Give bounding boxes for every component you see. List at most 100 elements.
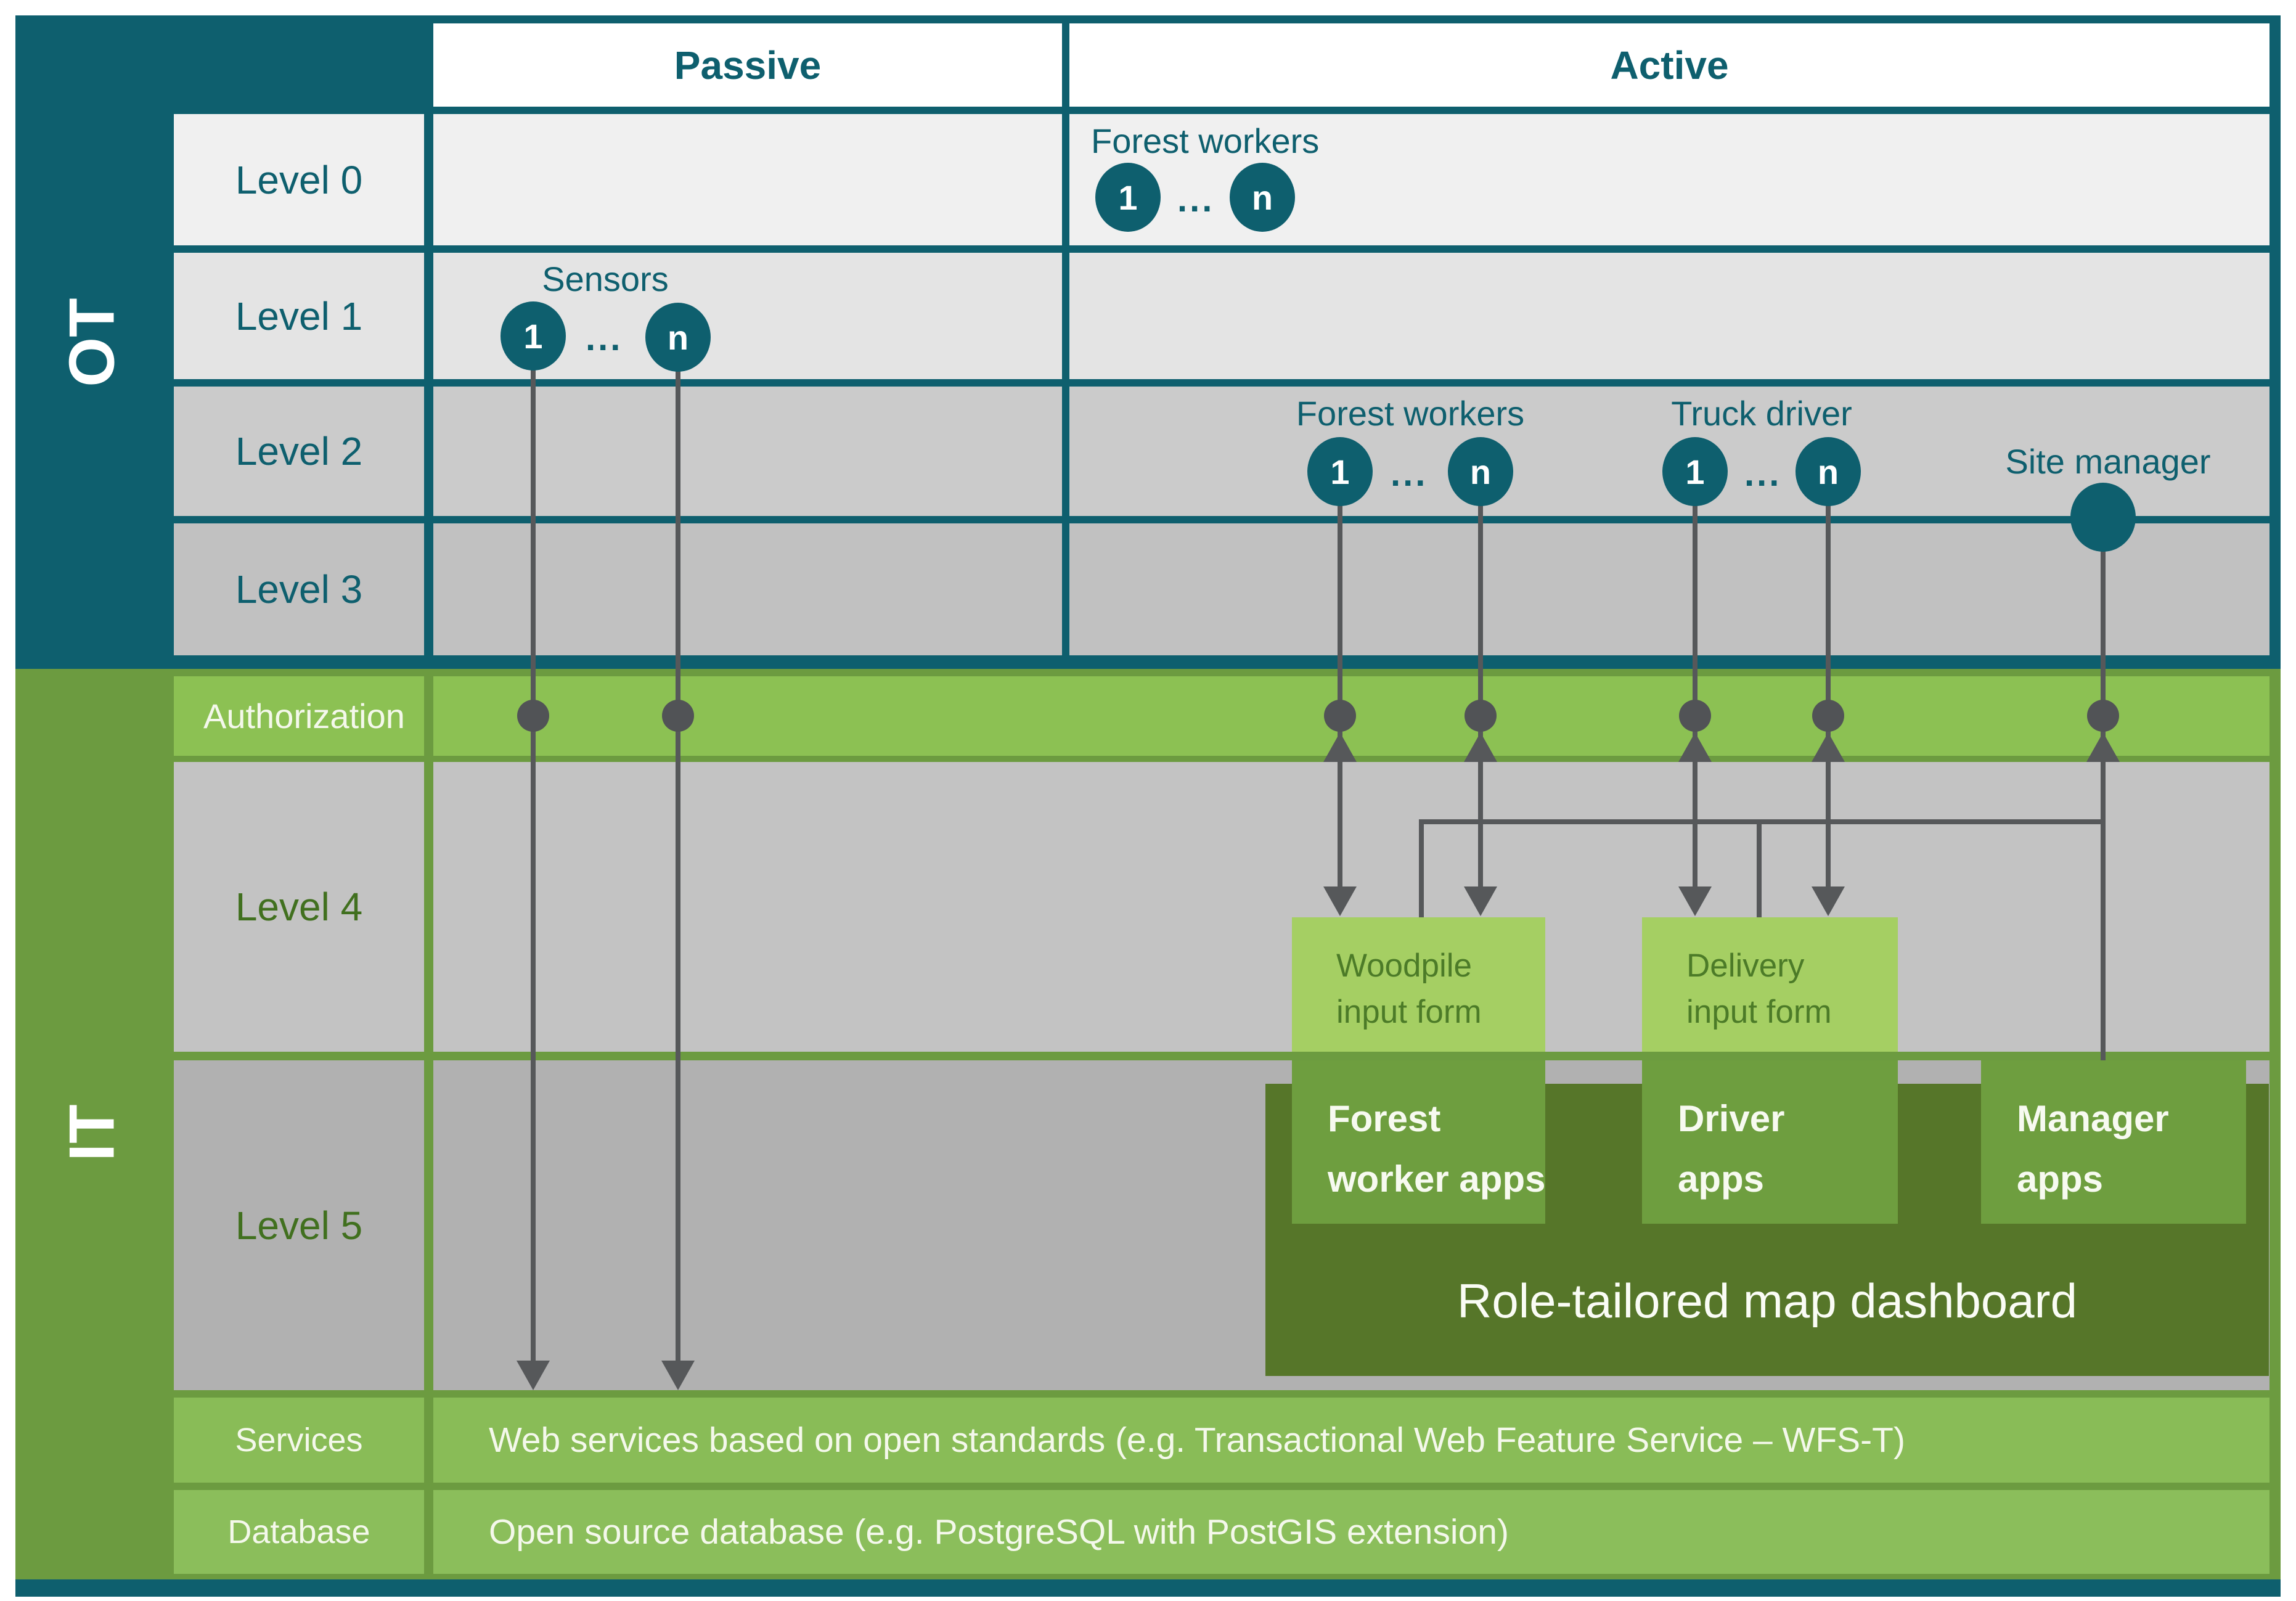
branch-drop-delivery <box>1757 819 1762 917</box>
down-arrow-tdN <box>1812 886 1845 916</box>
truck-driver-1-circle: 1 <box>1662 437 1728 506</box>
forest-worker-apps-box: Forest worker apps <box>1292 1060 1545 1224</box>
truck-driver1-line <box>1693 506 1697 889</box>
driver-apps-line2: apps <box>1678 1158 1765 1200</box>
manager-apps-line2: apps <box>2017 1158 2104 1200</box>
auth-dot-fw1 <box>1324 700 1356 732</box>
sensor-n-text: n <box>667 317 689 357</box>
level1-active-cell <box>1069 253 2269 379</box>
truck-driver-n-text: n <box>1817 452 1839 491</box>
auth-dot-td1 <box>1679 700 1711 732</box>
driver-apps-box: Driver apps <box>1642 1060 1898 1224</box>
forest-workers-l2-ellipsis: ... <box>1391 454 1428 494</box>
level2-label-cell: Level 2 <box>174 387 424 516</box>
forest-worker-l0-n-circle: n <box>1230 163 1295 232</box>
level3-passive-cell <box>433 523 1062 655</box>
forest-worker1-line <box>1338 506 1342 889</box>
sensor-1-text: 1 <box>523 316 543 356</box>
level4-label-cell: Level 4 <box>174 762 424 1052</box>
level3-label: Level 3 <box>235 567 363 612</box>
auth-dot-fwN <box>1465 700 1497 732</box>
branch-drop-woodpile <box>1419 819 1424 917</box>
forest-workers-l0-ellipsis: ... <box>1177 179 1215 219</box>
forest-worker-apps-line2: worker apps <box>1328 1158 1546 1200</box>
authorization-label-cell: Authorization <box>174 676 424 756</box>
auth-dot-sensor1 <box>517 700 549 732</box>
up-arrow-tdN <box>1812 732 1845 762</box>
header-active-cell: Active <box>1069 23 2269 107</box>
ot-sidebar-text: OT <box>56 297 128 387</box>
auth-dot-tdN <box>1812 700 1844 732</box>
database-text: Open source database (e.g. PostgreSQL wi… <box>489 1512 1509 1552</box>
forest-workerN-line <box>1478 506 1483 889</box>
forest-workers-l0-label: Forest workers <box>1091 121 1320 160</box>
forest-worker-l0-1-circle: 1 <box>1095 163 1161 232</box>
manager-apps-box: Manager apps <box>1981 1060 2246 1224</box>
site-manager-circle <box>2070 483 2136 552</box>
forest-worker-apps-line1: Forest <box>1328 1098 1441 1139</box>
services-label: Services <box>235 1422 363 1459</box>
sensorN-line <box>676 370 680 1364</box>
level1-label-cell: Level 1 <box>174 253 424 379</box>
it-sidebar-text: IT <box>56 1104 128 1161</box>
bottom-border-strip <box>15 1579 2281 1597</box>
header-passive-cell: Passive <box>433 23 1062 107</box>
forest-workers-l2-label: Forest workers <box>1296 394 1525 433</box>
truck-driver-ellipsis: ... <box>1744 454 1782 494</box>
driver-apps-line1: Driver <box>1678 1098 1785 1139</box>
truck-driver-1-text: 1 <box>1685 452 1705 491</box>
delivery-form-line1: Delivery <box>1686 948 1805 984</box>
manager-apps-line1: Manager <box>2017 1098 2169 1139</box>
ot-sidebar-label: OT <box>18 280 166 404</box>
level2-passive-cell <box>433 387 1062 516</box>
sensors-ellipsis: ... <box>586 318 623 358</box>
level2-label: Level 2 <box>235 429 363 473</box>
forest-worker-l2-n-text: n <box>1469 452 1492 491</box>
services-text: Web services based on open standards (e.… <box>489 1420 1905 1460</box>
role-dashboard-label-wrap: Role-tailored map dashboard <box>1265 1239 2269 1362</box>
down-arrow-sensorN <box>661 1361 695 1390</box>
level5-label-cell: Level 5 <box>174 1060 424 1390</box>
auth-dot-sm <box>2087 700 2119 732</box>
down-arrow-sensor1 <box>517 1361 550 1390</box>
auth-dot-sensorN <box>662 700 694 732</box>
down-arrow-td1 <box>1678 886 1712 916</box>
database-label-cell: Database <box>174 1490 424 1574</box>
site-manager-line <box>2101 551 2106 1060</box>
delivery-form-line2: input form <box>1686 994 1832 1030</box>
database-content-cell: Open source database (e.g. PostgreSQL wi… <box>433 1490 2269 1574</box>
truck-driver-n-circle: n <box>1796 437 1861 506</box>
forest-worker-l2-1-text: 1 <box>1330 452 1350 491</box>
header-passive-label: Passive <box>674 43 822 88</box>
sensor1-line <box>531 370 536 1364</box>
services-label-cell: Services <box>174 1398 424 1483</box>
level4-label: Level 4 <box>235 885 363 929</box>
up-arrow-fwN <box>1464 732 1497 762</box>
database-label: Database <box>227 1513 370 1550</box>
sensors-label: Sensors <box>542 260 669 298</box>
sensor-1-circle: 1 <box>500 301 566 371</box>
level0-label: Level 0 <box>235 157 363 202</box>
woodpile-form-line2: input form <box>1336 994 1482 1030</box>
authorization-label: Authorization <box>203 697 405 735</box>
truck-driver-label: Truck driver <box>1671 394 1852 433</box>
level0-passive-cell <box>433 114 1062 245</box>
it-sidebar-label: IT <box>18 1071 166 1194</box>
forest-worker-l0-n-text: n <box>1251 178 1273 217</box>
woodpile-input-form-box: Woodpile input form <box>1292 917 1545 1052</box>
level1-label: Level 1 <box>235 293 363 338</box>
site-manager-label: Site manager <box>2005 442 2211 481</box>
level5-label: Level 5 <box>235 1203 363 1248</box>
up-arrow-td1 <box>1678 732 1712 762</box>
truck-driverN-line <box>1826 506 1831 889</box>
forest-worker-l2-1-circle: 1 <box>1307 437 1373 506</box>
woodpile-form-line1: Woodpile <box>1336 948 1472 984</box>
up-arrow-sm <box>2086 732 2120 762</box>
down-arrow-fw1 <box>1323 886 1357 916</box>
sensor-n-circle: n <box>645 303 711 372</box>
up-arrow-fw1 <box>1323 732 1357 762</box>
forest-worker-l0-1-text: 1 <box>1118 178 1138 217</box>
services-content-cell: Web services based on open standards (e.… <box>433 1398 2269 1483</box>
level3-active-cell <box>1069 523 2269 655</box>
